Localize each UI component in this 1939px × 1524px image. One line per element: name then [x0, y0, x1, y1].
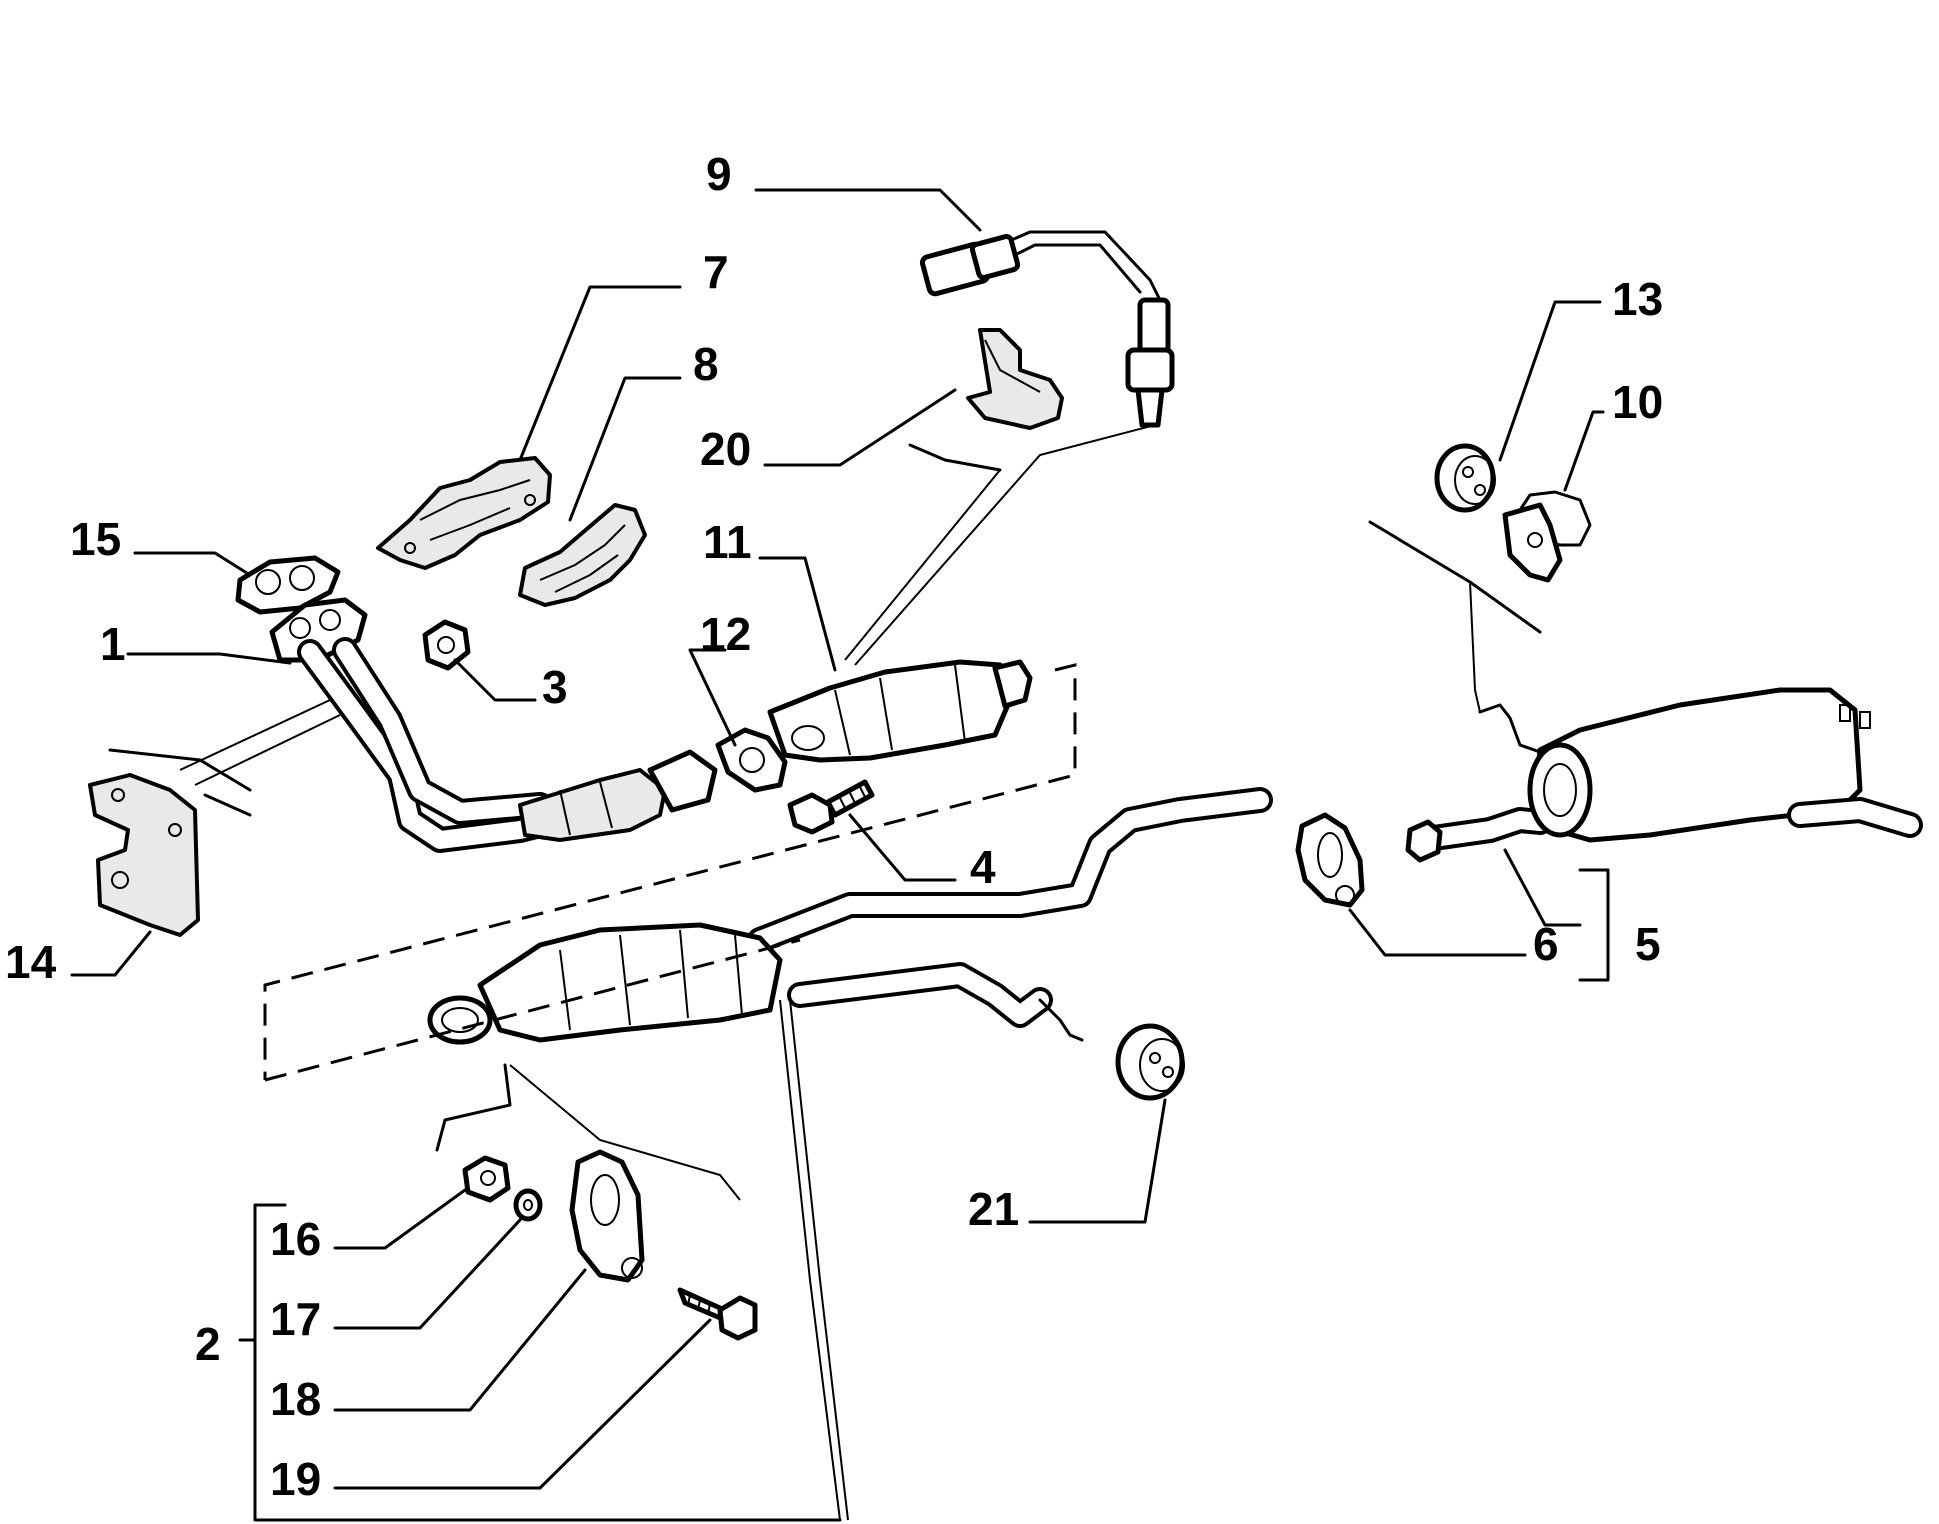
label-11: 11: [703, 516, 752, 568]
label-7: 7: [703, 246, 729, 298]
catalytic-converter: [767, 659, 1033, 763]
label-5: 5: [1635, 918, 1661, 970]
label-1: 1: [100, 618, 126, 670]
rubber-mount-21: [1115, 1023, 1185, 1101]
rubber-mount-13: [1434, 443, 1496, 513]
label-17: 17: [270, 1293, 321, 1345]
bolt-4: [787, 779, 875, 835]
label-14: 14: [5, 936, 57, 988]
front-downpipe: [269, 597, 718, 853]
rear-silencer: [1405, 687, 1923, 863]
nut-3: [422, 619, 471, 671]
bracket-14: [88, 773, 200, 937]
hanger-bracket-10: [1502, 490, 1592, 583]
oxygen-sensor: [919, 230, 1175, 428]
label-21: 21: [968, 1183, 1019, 1235]
label-13: 13: [1612, 273, 1663, 325]
label-6: 6: [1533, 918, 1559, 970]
bracket-20: [966, 328, 1064, 430]
label-12: 12: [700, 608, 751, 660]
leader-lines: [70, 188, 1610, 1522]
label-9: 9: [706, 148, 732, 200]
gasket-15: [235, 555, 341, 615]
clamp-18: [569, 1149, 645, 1283]
label-2: 2: [195, 1318, 221, 1370]
label-8: 8: [693, 338, 719, 390]
label-19: 19: [270, 1453, 321, 1505]
break-lines: [108, 424, 1542, 1521]
gasket-12: [715, 727, 788, 793]
heat-shield-8: [518, 503, 647, 607]
bolt-19: [677, 1287, 758, 1341]
central-silencer-pipe: [427, 787, 1273, 1045]
label-16: 16: [270, 1213, 321, 1265]
heat-shield-7: [376, 456, 552, 570]
label-18: 18: [270, 1373, 321, 1425]
labels: 1 2 3 4 5 6 7 8 9 10 11 12 13 14 15 16 1…: [5, 148, 1663, 1505]
clamp-6: [1295, 812, 1365, 908]
label-10: 10: [1612, 376, 1663, 428]
label-3: 3: [542, 661, 568, 713]
dashed-outline: [263, 663, 1077, 1082]
label-15: 15: [70, 513, 121, 565]
washer-17: [513, 1188, 543, 1222]
nut-16: [462, 1155, 511, 1203]
label-20: 20: [700, 423, 751, 475]
label-4: 4: [970, 841, 996, 893]
